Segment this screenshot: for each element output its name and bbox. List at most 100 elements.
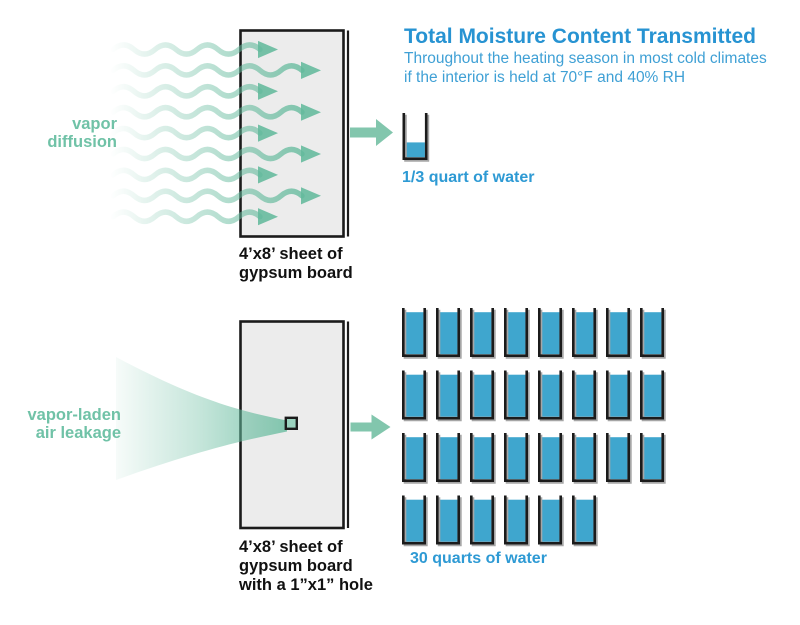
wave-arrowhead xyxy=(301,103,321,121)
water-glass xyxy=(470,370,496,422)
glass-outline xyxy=(538,370,562,420)
water-glass xyxy=(538,433,564,484)
glass-outline xyxy=(504,433,528,482)
water-fill xyxy=(405,142,425,158)
water-fill xyxy=(642,312,662,355)
glass-outline xyxy=(538,433,562,482)
glass-outline xyxy=(436,370,460,420)
water-fill xyxy=(438,374,458,417)
water-fill xyxy=(506,437,526,480)
water-fill xyxy=(540,374,560,417)
water-glass xyxy=(640,308,666,359)
water-glass xyxy=(402,495,428,547)
glass-outline xyxy=(572,308,596,357)
water-fill xyxy=(404,499,424,542)
water-fill xyxy=(574,499,594,542)
wave-arrow xyxy=(110,82,278,100)
glass-outline xyxy=(572,433,596,482)
wave-arrowhead xyxy=(301,61,321,79)
gypsum-board-top-label-line2: gypsum board xyxy=(239,264,353,282)
water-fill xyxy=(506,499,526,542)
water-glass xyxy=(470,308,496,359)
water-glass xyxy=(572,308,598,359)
glass-outline xyxy=(572,495,596,545)
glass-outline xyxy=(402,370,426,420)
glass-outline xyxy=(504,495,528,545)
water-glass xyxy=(606,370,632,422)
water-fill xyxy=(404,437,424,480)
water-glass xyxy=(402,308,428,359)
glass-outline xyxy=(402,308,426,357)
wave-arrowhead xyxy=(301,145,321,163)
water-glass xyxy=(606,308,632,359)
vapor-diffusion-label-line1: vapor xyxy=(72,115,117,133)
wave-arrowhead xyxy=(258,82,278,100)
wave-arrowhead xyxy=(301,187,321,205)
water-fill xyxy=(642,374,662,417)
water-glass xyxy=(572,495,598,547)
water-glass xyxy=(538,308,564,359)
wave-arrow xyxy=(110,145,321,163)
air-leakage-label-line2: air leakage xyxy=(35,424,121,442)
bottom-exit-arrow xyxy=(350,414,391,440)
gypsum-board-bottom-label-line2: gypsum board xyxy=(239,557,353,575)
gypsum-board-top-label-line1: 4’x8’ sheet of xyxy=(239,245,343,263)
water-fill xyxy=(540,312,560,355)
water-fill xyxy=(506,374,526,417)
glass-outline xyxy=(606,308,630,357)
wave-arrowhead xyxy=(258,124,278,142)
water-fill xyxy=(438,437,458,480)
water-fill xyxy=(404,312,424,355)
water-fill xyxy=(608,437,628,480)
wave-arrow xyxy=(110,61,321,79)
water-glass xyxy=(470,495,496,547)
water-fill xyxy=(574,437,594,480)
water-glass xyxy=(436,495,462,547)
water-glass xyxy=(436,370,462,422)
glass-outline xyxy=(402,113,428,160)
water-glass xyxy=(640,370,666,422)
result-label-bottom: 30 quarts of water xyxy=(410,550,547,567)
result-glass-top xyxy=(402,113,430,162)
glass-outline xyxy=(470,308,494,357)
water-fill xyxy=(404,374,424,417)
water-glass xyxy=(606,433,632,484)
glass-outline xyxy=(572,370,596,420)
wave-arrowhead xyxy=(258,208,278,226)
water-fill xyxy=(472,312,492,355)
gypsum-board-bottom-label-line3: with a 1”x1” hole xyxy=(239,576,373,594)
water-fill xyxy=(438,312,458,355)
board-hole xyxy=(284,416,298,430)
water-glass xyxy=(538,370,564,422)
gypsum-board-bottom-label: 4’x8’ sheet of gypsum board with a 1”x1”… xyxy=(239,538,373,595)
water-glass xyxy=(402,113,430,162)
page-title: Total Moisture Content Transmitted xyxy=(404,25,756,48)
glass-outline xyxy=(436,495,460,545)
water-fill xyxy=(574,312,594,355)
glass-outline xyxy=(538,495,562,545)
glass-outline xyxy=(470,433,494,482)
wave-arrow xyxy=(110,208,278,226)
wave-arrowhead xyxy=(258,40,278,59)
gypsum-board-top-label: 4’x8’ sheet of gypsum board xyxy=(239,245,353,283)
water-fill xyxy=(540,437,560,480)
glass-outline xyxy=(504,308,528,357)
glass-outline xyxy=(470,495,494,545)
water-fill xyxy=(472,374,492,417)
water-glass xyxy=(538,495,564,547)
glass-outline xyxy=(470,370,494,420)
glass-outline xyxy=(640,433,664,482)
result-label-top: 1/3 quart of water xyxy=(402,169,535,186)
water-fill xyxy=(506,312,526,355)
water-glass xyxy=(470,433,496,484)
glass-outline xyxy=(402,433,426,482)
water-glass xyxy=(402,433,428,484)
glass-outline xyxy=(606,433,630,482)
water-glass xyxy=(504,433,530,484)
air-leakage-cone xyxy=(116,357,287,480)
glass-outline xyxy=(436,433,460,482)
glass-outline xyxy=(640,370,664,420)
water-fill xyxy=(472,499,492,542)
